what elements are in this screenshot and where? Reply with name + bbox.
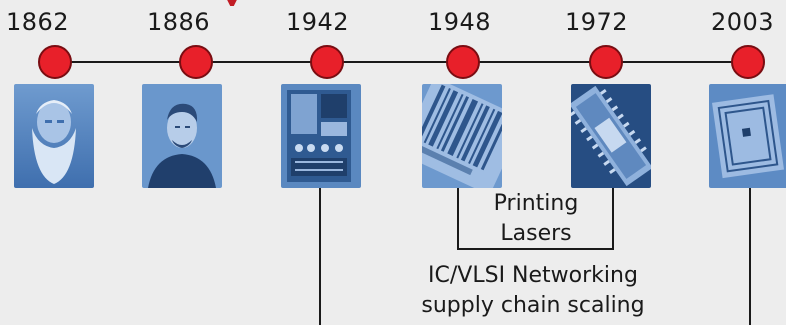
applications-line-2: supply chain scaling (388, 292, 678, 320)
barcode-label (422, 84, 502, 188)
timeline-node-2003 (732, 46, 764, 78)
timeline-node-1972 (590, 46, 622, 78)
lasers-label: Lasers (484, 220, 588, 248)
scientist-portrait (142, 84, 222, 188)
printing-label: Printing (484, 190, 588, 218)
early-computer-machine (281, 84, 361, 188)
applications-line-1: IC/VLSI Networking (388, 262, 678, 290)
integrated-circuit-chip (571, 84, 651, 188)
timeline-node-1948 (447, 46, 479, 78)
timeline-node-1886 (180, 46, 212, 78)
rfid-tag (709, 84, 786, 188)
bearded-scientist-portrait (14, 84, 94, 188)
timeline-node-1862 (39, 46, 71, 78)
timeline-node-1942 (311, 46, 343, 78)
